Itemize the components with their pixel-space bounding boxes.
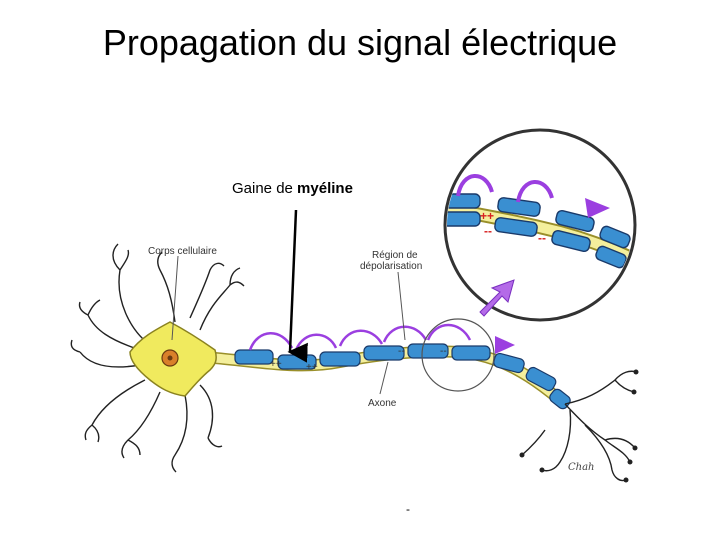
axon-label: Axone [368, 398, 397, 409]
cell-body-label: Corps cellulaire [148, 246, 217, 257]
myelin-label-bold: myéline [297, 180, 353, 197]
zoom-arrow [479, 279, 515, 317]
zoom-source-circle [421, 318, 495, 392]
artist-signature: Chah [568, 462, 595, 473]
slide-title: Propagation du signal électrique [102, 22, 618, 63]
magnified-inset: ++ -- -- [443, 128, 637, 322]
svg-text:--: -- [398, 346, 405, 357]
inset-negative-charge-2: -- [538, 231, 546, 245]
svg-text:++: ++ [270, 359, 282, 370]
footer-mark: - [406, 502, 410, 516]
depolarization-label-line2: dépolarisation [360, 261, 422, 272]
myelin-label-prefix: Gaine de [232, 180, 298, 197]
inset-negative-charge: -- [484, 224, 492, 238]
axon-charges: ++ ++ -- -- [270, 346, 447, 373]
myelin-sheath-label: Gaine de myéline [232, 180, 353, 197]
propagation-arrow [495, 336, 515, 354]
myelin-pointer-arrow [287, 209, 308, 363]
svg-text:--: -- [440, 346, 447, 357]
dendrites [70, 243, 245, 473]
terminal-dots [519, 369, 639, 483]
svg-text:++: ++ [306, 362, 318, 373]
depolarization-label-line1: Région de [372, 250, 418, 261]
inset-positive-charge: ++ [480, 209, 494, 223]
leader-lines [171, 255, 406, 395]
